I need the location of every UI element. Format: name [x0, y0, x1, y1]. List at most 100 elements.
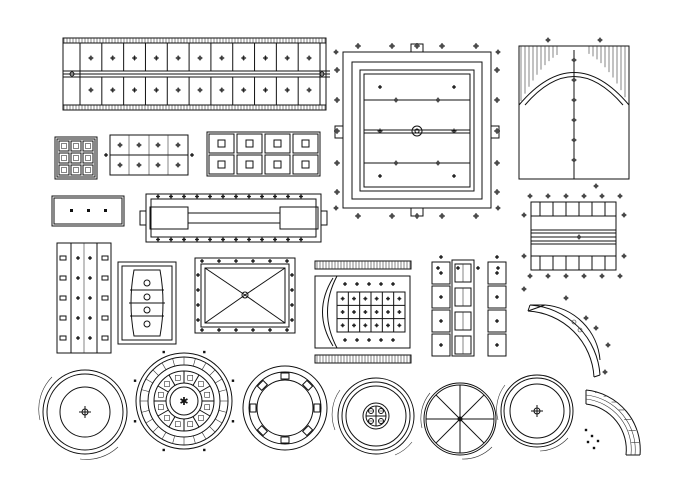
light-fixture-mark [355, 282, 359, 286]
light-fixture-mark [473, 43, 479, 49]
light-fixture-mark [247, 194, 251, 199]
light-fixture-mark [132, 87, 138, 93]
light-fixture-mark [290, 273, 294, 277]
light-fixture-mark [273, 237, 277, 242]
light-fixture-mark [393, 97, 399, 103]
light-fixture-mark [340, 323, 345, 328]
light-fixture-mark [196, 303, 200, 307]
light-fixture-mark [333, 49, 339, 55]
light-fixture-mark [414, 213, 420, 219]
light-fixture-mark [527, 193, 533, 199]
light-fixture-mark [521, 212, 527, 218]
light-fixture-mark [352, 310, 356, 314]
light-fixture-mark [334, 160, 340, 166]
three-light-strip [51, 195, 125, 227]
light-fixture-mark [379, 282, 383, 286]
curved-quarter-band [521, 286, 611, 378]
light-fixture-mark [494, 128, 500, 134]
light-fixture-mark [621, 212, 627, 218]
light-fixture-mark [621, 253, 627, 259]
light-fixture-mark [247, 237, 251, 242]
light-fixture-mark [343, 282, 347, 286]
light-fixture-mark [374, 296, 379, 301]
small-fixture-mark [133, 379, 137, 382]
light-fixture-mark [571, 157, 577, 163]
light-fixture-mark [196, 288, 200, 292]
light-fixture-mark [391, 338, 395, 342]
light-fixture-mark [476, 266, 480, 270]
vertical-box-grid [431, 255, 507, 357]
light-fixture-mark [155, 142, 161, 148]
small-fixture-mark [584, 428, 588, 432]
light-fixture-mark [521, 286, 527, 292]
light-fixture-mark [260, 237, 264, 242]
light-fixture-mark [299, 237, 303, 242]
light-fixture-mark [391, 282, 395, 286]
light-fixture-mark [494, 67, 500, 73]
light-fixture-mark [439, 255, 443, 259]
light-fixture-mark [352, 296, 356, 301]
light-fixture-mark [340, 296, 345, 301]
light-fixture-mark [521, 253, 527, 259]
light-fixture-mark [495, 271, 499, 275]
light-fixture-mark [286, 194, 290, 199]
light-fixture-mark [563, 273, 569, 279]
small-fixture-mark [203, 448, 206, 452]
light-fixture-mark [495, 205, 501, 211]
light-fixture-mark [495, 343, 499, 347]
light-fixture-mark [197, 55, 203, 61]
light-fixture-mark [196, 273, 200, 277]
light-fixture-mark [117, 162, 123, 168]
bar-ceiling [139, 193, 328, 243]
small-fixture-mark [596, 439, 600, 443]
light-fixture-mark [234, 194, 238, 199]
light-fixture-mark [355, 338, 359, 342]
light-fixture-mark [333, 205, 339, 211]
light-fixture-mark [241, 55, 247, 61]
light-fixture-mark [117, 142, 123, 148]
round-ceiling-ornamental: ✱ [133, 350, 235, 452]
light-fixture-mark [593, 183, 599, 189]
vertical-strip-left [56, 242, 112, 354]
light-fixture-mark [197, 87, 203, 93]
central-hall-ceiling [333, 43, 501, 219]
light-fixture-mark [355, 43, 361, 49]
light-fixture-mark [545, 193, 551, 199]
light-fixture-mark [617, 273, 623, 279]
light-fixture-mark [605, 342, 611, 348]
light-fixture-mark [563, 295, 569, 301]
round-ceiling-spoked [420, 382, 497, 460]
4x2-box-panel [206, 131, 321, 177]
light-fixture-mark [200, 328, 204, 332]
light-fixture-mark [195, 194, 199, 199]
light-fixture-mark [200, 259, 204, 263]
light-fixture-mark [581, 273, 587, 279]
light-fixture-mark [593, 325, 599, 331]
light-fixture-mark [389, 213, 395, 219]
round-ceiling-bracketed [242, 365, 328, 451]
light-fixture-mark [439, 319, 443, 323]
light-fixture-mark [599, 273, 605, 279]
light-fixture-mark [284, 87, 290, 93]
small-4x2-panel [104, 134, 194, 176]
light-fixture-mark [241, 87, 247, 93]
light-fixture-mark [439, 271, 443, 275]
light-fixture-mark [76, 296, 80, 300]
light-fixture-mark [495, 319, 499, 323]
light-fixture-mark [169, 237, 173, 242]
light-fixture-mark [496, 266, 500, 270]
light-fixture-mark [88, 296, 92, 300]
light-fixture-mark [234, 328, 238, 332]
light-fixture-mark [602, 369, 608, 375]
light-fixture-mark [473, 213, 479, 219]
light-fixture-mark [571, 137, 577, 143]
small-fixture-mark [231, 420, 235, 423]
light-fixture-mark [439, 343, 443, 347]
light-fixture-mark [386, 310, 390, 314]
light-fixture-mark [110, 55, 116, 61]
light-fixture-mark [88, 55, 94, 61]
light-fixture-mark [397, 296, 402, 301]
light-fixture-mark [208, 194, 212, 199]
light-fixture-mark [571, 97, 577, 103]
